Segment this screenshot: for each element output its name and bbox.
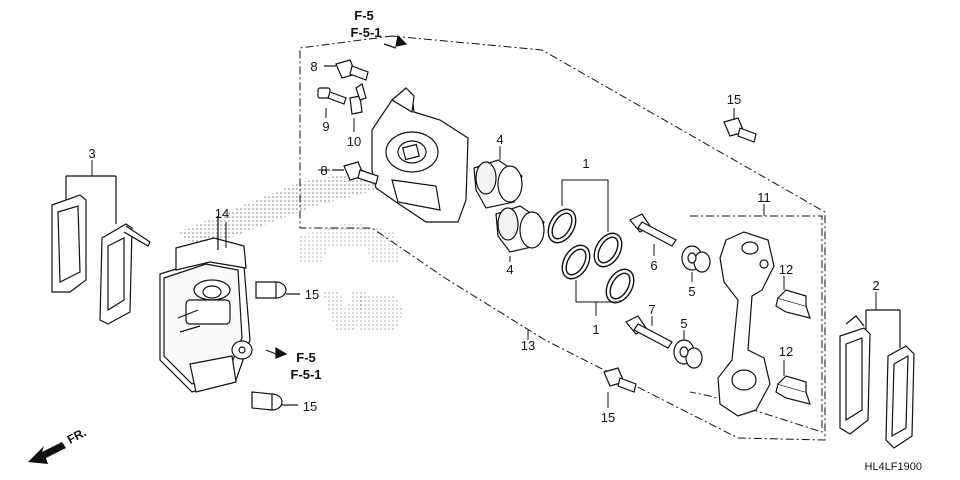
callout-9: 9	[322, 119, 329, 134]
callout-1-upper: 1	[582, 156, 589, 171]
brake-pad-lining-inner-left	[108, 238, 124, 310]
bolt-8-upper	[324, 60, 368, 80]
brake-pad-lining-left	[58, 206, 80, 282]
ref-left-line1: F-5	[296, 350, 316, 365]
pad-retainer-lower	[776, 376, 810, 404]
caliper-assembly	[160, 216, 252, 392]
left-brake-pad-set	[52, 176, 150, 324]
callout-13: 13	[521, 338, 535, 353]
ref-left-line2: F-5-1	[290, 367, 321, 382]
front-arrow-icon	[28, 442, 66, 464]
callout-2: 2	[872, 278, 879, 293]
callout-3: 3	[88, 146, 95, 161]
callout-12-upper: 12	[779, 262, 793, 277]
pad-retainer-upper	[776, 290, 810, 318]
callout-14: 14	[215, 206, 229, 221]
bolt-15-bottom	[252, 392, 298, 410]
callouts: 1 1 2 3 4 4 5 5 6 7 8 8 9 10 11 12 12 13…	[88, 59, 879, 425]
callout-10: 10	[347, 134, 361, 149]
bolt-15-top	[724, 118, 756, 142]
front-label: FR.	[65, 425, 89, 446]
callout-15-mid: 15	[305, 287, 319, 302]
callout-6: 6	[650, 258, 657, 273]
callout-8-lower: 8	[320, 163, 327, 178]
ref-top-line2: F-5-1	[350, 25, 381, 40]
slide-pin-7	[626, 316, 672, 348]
assembly-outline	[299, 35, 826, 441]
diagram-code: HL4LF1900	[865, 461, 923, 473]
ref-top-line1: F-5	[354, 8, 374, 23]
pin-boot-upper	[682, 246, 710, 272]
callout-15-top: 15	[727, 92, 741, 107]
front-direction-marker: FR.	[28, 425, 88, 464]
callout-5-upper: 5	[688, 284, 695, 299]
piston-upper	[474, 160, 522, 208]
callout-8-upper: 8	[310, 59, 317, 74]
reference-labels: F-5 F-5-1 F-5 F-5-1	[290, 8, 381, 382]
callout-11: 11	[757, 190, 771, 205]
callout-5-lower: 5	[680, 316, 687, 331]
dotted-watermark-logo	[178, 170, 404, 330]
callout-15-bottom: 15	[303, 399, 317, 414]
caliper-housing	[372, 88, 468, 222]
callout-12-lower: 12	[779, 344, 793, 359]
bleeder-cap-10	[350, 84, 366, 114]
pad-spring-left	[124, 226, 150, 246]
bleeder-screw-9	[318, 88, 346, 104]
callout-4-upper: 4	[496, 132, 503, 147]
pin-boot-lower	[674, 340, 702, 368]
right-brake-pad-set	[840, 310, 914, 448]
reference-arrows	[265, 34, 408, 359]
callout-7: 7	[648, 302, 655, 317]
piston-seal-set	[543, 204, 640, 307]
caliper-top-bridge	[176, 238, 246, 270]
callout-1-lower: 1	[592, 322, 599, 337]
slide-pin-6	[630, 214, 676, 246]
callout-4-lower: 4	[506, 262, 513, 277]
bolt-8-lower	[332, 162, 378, 184]
seal-bracket-lines	[562, 180, 620, 302]
piston-lower	[496, 206, 544, 252]
callout-15-lower-right: 15	[601, 410, 615, 425]
bolt-15-mid	[256, 282, 300, 298]
caliper-bracket	[718, 232, 774, 416]
bolt-15-lower-right	[604, 368, 636, 392]
